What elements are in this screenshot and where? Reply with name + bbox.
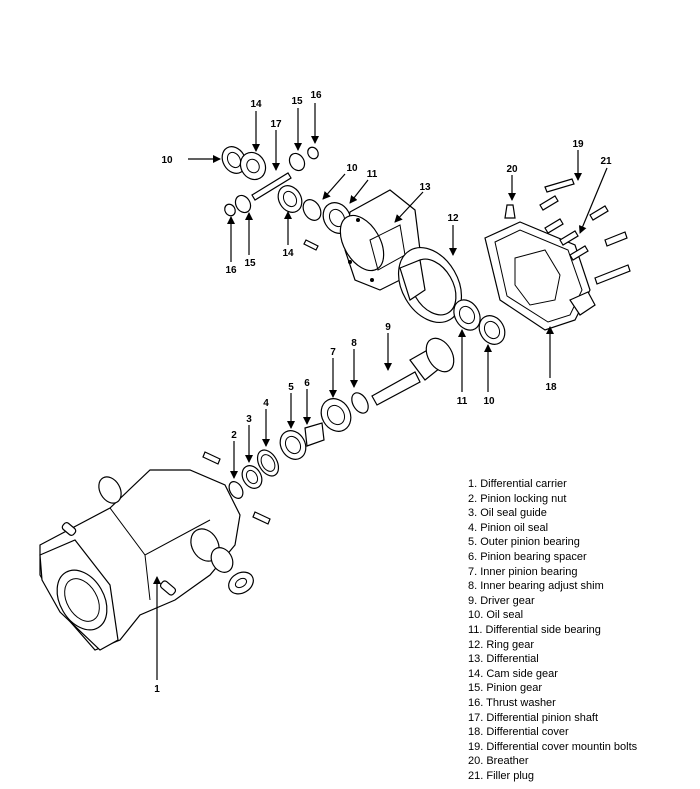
pinion-stack-drawing: [228, 337, 455, 499]
callout-12: 12: [447, 213, 459, 224]
legend-item: 9. Driver gear: [468, 594, 535, 607]
legend-item: 2. Pinion locking nut: [468, 492, 567, 505]
callout-10-seal-left: 10: [346, 163, 358, 174]
callout-16-top: 16: [310, 90, 322, 101]
callout-15-top: 15: [291, 96, 303, 107]
callout-14-top: 14: [250, 99, 262, 110]
callout-20: 20: [506, 164, 518, 175]
differential-carrier-drawing: [39, 451, 271, 651]
callout-18: 18: [545, 382, 557, 393]
callout-16-bottom: 16: [225, 265, 237, 276]
leader-lines: [153, 103, 608, 680]
side-bearing-drawing: [453, 299, 506, 345]
callout-10-seal-top: 10: [161, 155, 173, 166]
callout-3: 3: [246, 414, 252, 425]
legend-item: 20. Breather: [468, 755, 529, 768]
legend-item: 19. Differential cover mountin bolts: [468, 740, 638, 753]
callout-17: 17: [270, 119, 282, 130]
legend-item: 7. Inner pinion bearing: [468, 565, 578, 578]
callout-7: 7: [330, 347, 336, 358]
legend-item: 21. Filler plug: [468, 769, 535, 782]
legend-item: 15. Pinion gear: [468, 682, 542, 695]
callout-8: 8: [351, 338, 357, 349]
parts-legend: 1. Differential carrier 2. Pinion lockin…: [468, 477, 637, 783]
legend-item: 18. Differential cover: [468, 726, 569, 739]
callout-6: 6: [304, 378, 310, 389]
legend-item: 10. Oil seal: [468, 609, 524, 622]
legend-item: 8. Inner bearing adjust shim: [468, 580, 604, 593]
legend-item: 3. Oil seal guide: [468, 507, 547, 520]
callout-11-bearing-left: 11: [367, 169, 378, 180]
callout-labels: 1 2 3 4 5 6 7 8 9 10 11 12 13 11 10 10 1…: [154, 90, 612, 695]
legend-item: 5. Outer pinion bearing: [468, 536, 580, 549]
callout-9: 9: [385, 322, 391, 333]
callout-2: 2: [231, 430, 237, 441]
legend-item: 13. Differential: [468, 653, 539, 666]
differential-cover-drawing: [484, 178, 631, 331]
legend-item: 11. Differential side bearing: [468, 623, 601, 636]
callout-4: 4: [263, 398, 269, 409]
callout-10-seal-right: 10: [483, 396, 495, 407]
callout-14-bottom: 14: [282, 248, 294, 259]
differential-gears-drawing: [221, 146, 352, 251]
legend-item: 12. Ring gear: [468, 638, 535, 651]
legend-item: 16. Thrust washer: [468, 696, 556, 709]
legend-item: 1. Differential carrier: [468, 478, 567, 490]
callout-11-bearing-right: 11: [457, 396, 468, 407]
callout-13: 13: [419, 182, 431, 193]
legend-item: 6. Pinion bearing spacer: [468, 550, 587, 563]
callout-19: 19: [572, 139, 584, 150]
callout-5: 5: [288, 382, 294, 393]
differential-case-drawing: [339, 189, 463, 323]
legend-item: 4. Pinion oil seal: [468, 521, 549, 534]
legend-item: 14. Cam side gear: [468, 667, 558, 680]
callout-21: 21: [600, 156, 612, 167]
callout-1: 1: [154, 684, 160, 695]
legend-item: 17. Differential pinion shaft: [468, 711, 599, 724]
callout-15-bottom: 15: [244, 258, 256, 269]
